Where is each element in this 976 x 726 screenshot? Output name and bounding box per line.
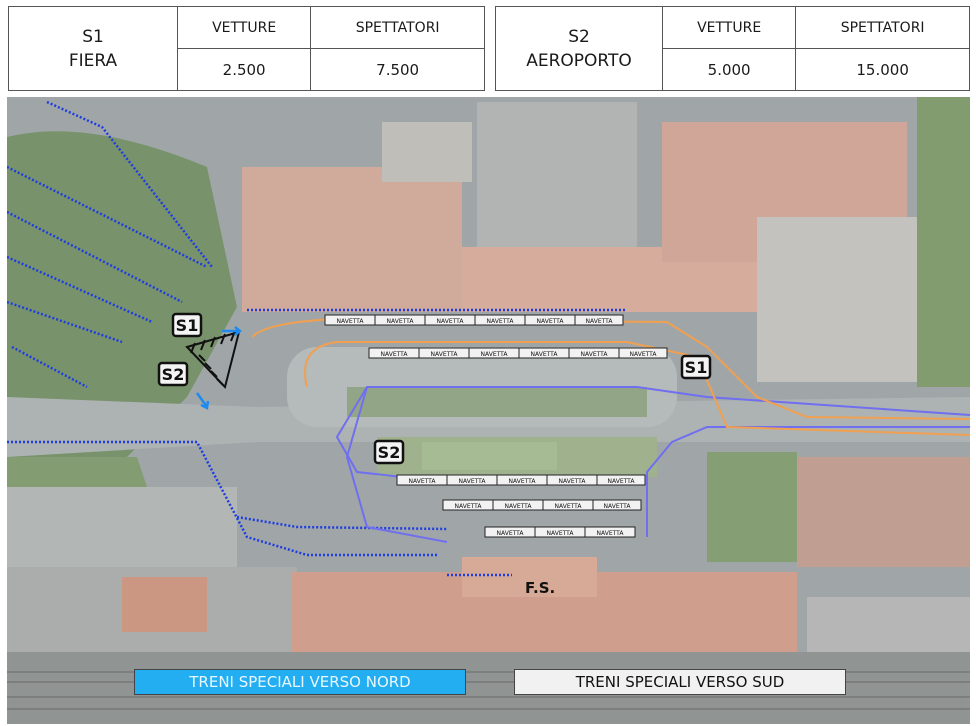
s1-left-box [171,312,203,338]
barrier [185,330,241,390]
trees-right [917,97,970,387]
map-fade [7,97,970,724]
s1-col-spettatori: SPETTATORI [310,6,485,49]
roof-bottom-left [122,577,207,632]
s1-id: S1 [82,26,104,47]
arrow-icon [195,392,210,410]
s1-name: FIERA [68,50,118,71]
shuttle-label: NAVETTA [481,351,509,358]
s2-col-spettatori: SPETTATORI [795,6,970,49]
shuttle-row-1: NAVETTA NAVETTA NAVETTA NAVETTA NAVETTA … [324,314,624,326]
north-trains-banner: TRENI SPECIALI VERSO NORD [134,669,466,695]
shuttle-row-2-bar [368,347,668,359]
shuttle-label: NAVETTA [630,351,658,358]
route-blue-8 [236,515,448,531]
shuttle-label: NAVETTA [559,478,587,485]
route-blue-3 [7,210,183,304]
flowerbed [422,442,557,470]
s2-id: S2 [568,26,590,47]
route-blue-5 [7,300,123,344]
s2-header-cell: S2 AEROPORTO [495,6,663,91]
shuttle-label: NAVETTA [547,530,575,537]
route-violet-2 [646,426,970,537]
route-blue-7 [7,440,437,557]
shuttle-label: NAVETTA [409,478,437,485]
rail-tracks [7,671,970,710]
building-top-mid [382,122,472,182]
shuttle-label: NAVETTA [597,530,625,537]
barrier-ticks [190,330,236,386]
s2-name: AEROPORTO [526,50,632,71]
s2-mid-box [373,439,405,465]
shuttle-label: NAVETTA [555,503,583,510]
s1-value-vetture: 2.500 [176,48,312,91]
s1-header-cell: S1 FIERA [8,6,178,91]
station-central [462,557,597,597]
route-violet [335,386,970,543]
shuttle-label: NAVETTA [455,503,483,510]
shuttle-row-3-bar [396,474,646,486]
south-trains-banner: TRENI SPECIALI VERSO SUD [514,669,846,695]
shuttle-label: NAVETTA [505,503,533,510]
shuttle-row-4-bar [442,499,642,511]
building-right-low [797,457,970,567]
shuttle-label: NAVETTA [431,351,459,358]
shuttle-label: NAVETTA [487,318,515,325]
s2-value-vetture: 5.000 [661,48,797,91]
s2-left-label: S2 [162,365,185,384]
route-violet-3 [345,386,448,543]
shuttle-label: NAVETTA [608,478,636,485]
shuttle-row-3: NAVETTA NAVETTA NAVETTA NAVETTA NAVETTA [396,474,646,486]
shuttle-label: NAVETTA [604,503,632,510]
shuttle-label: NAVETTA [497,530,525,537]
shuttle-label: NAVETTA [509,478,537,485]
building-right-block [757,217,917,382]
s1-right-box [680,354,712,380]
s1-right-marker: S1 [680,354,712,380]
route-blue-4 [7,255,153,324]
route-blue-2 [7,165,208,269]
trees-right-low [707,452,797,562]
shuttle-label: NAVETTA [459,478,487,485]
shuttle-row-1-bar [324,314,624,326]
s2-mid-label: S2 [378,443,401,462]
parking-top [477,102,637,247]
s2-value-spettatori: 15.000 [795,48,970,91]
s2-capacity-table: S2 AEROPORTO VETTURE SPETTATORI 5.000 15… [495,6,970,91]
s2-left-marker: S2 [157,361,189,387]
route-blue-1 [46,100,213,268]
route-blue [7,100,625,577]
s2-col-vetture: VETTURE [661,6,797,49]
s2-left-box [157,361,189,387]
bike-parking [7,487,237,577]
shuttle-label: NAVETTA [437,318,465,325]
map-canvas: NAVETTA NAVETTA NAVETTA NAVETTA NAVETTA … [7,97,970,724]
s1-col-vetture: VETTURE [176,6,312,49]
s1-left-label: S1 [176,316,199,335]
shuttle-label: NAVETTA [581,351,609,358]
shuttle-row-5: NAVETTA NAVETTA NAVETTA [484,526,636,538]
station-label: F.S. [525,579,556,597]
shuttle-label: NAVETTA [586,318,614,325]
s1-capacity-table: S1 FIERA VETTURE SPETTATORI 2.500 7.500 [8,6,485,91]
route-orange-1 [251,317,970,420]
arrow-icon [222,326,243,336]
s1-right-label: S1 [685,358,708,377]
shuttle-label: NAVETTA [387,318,415,325]
s2-mid-marker: S2 [373,439,405,465]
building-top-left [242,167,462,312]
shuttle-label: NAVETTA [531,351,559,358]
s1-left-marker: S1 [171,312,203,338]
shuttle-label: NAVETTA [337,318,365,325]
shuttle-label: NAVETTA [381,351,409,358]
s1-value-spettatori: 7.500 [310,48,485,91]
shuttle-row-4: NAVETTA NAVETTA NAVETTA NAVETTA [442,499,642,511]
shuttle-row-2: NAVETTA NAVETTA NAVETTA NAVETTA NAVETTA … [368,347,668,359]
aerial-map[interactable]: NAVETTA NAVETTA NAVETTA NAVETTA NAVETTA … [7,97,970,724]
tree-row [347,387,647,417]
shuttle-label: NAVETTA [537,318,565,325]
shuttle-row-5-bar [484,526,636,538]
